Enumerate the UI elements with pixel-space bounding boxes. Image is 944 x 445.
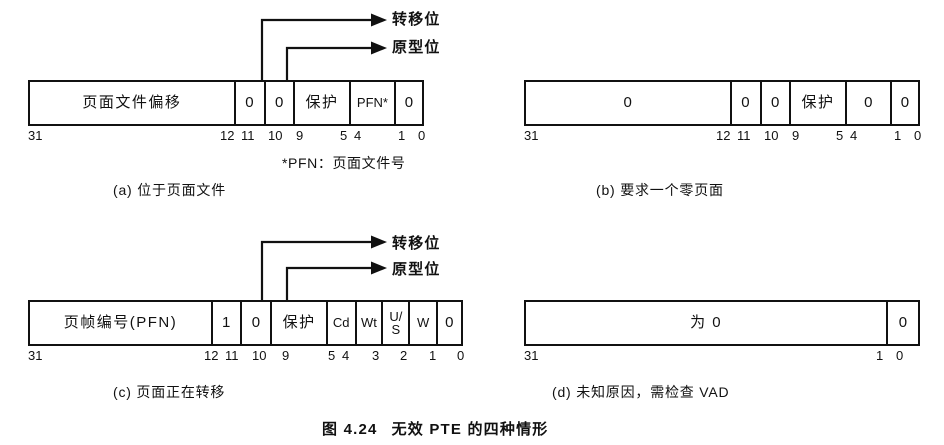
field-b-1: 0	[732, 82, 762, 124]
tick-c-10: 10	[252, 348, 267, 363]
field-b-5: 0	[900, 94, 910, 112]
callout-arrows-a	[260, 13, 387, 86]
callout-label-transition-c: 转移位	[392, 235, 441, 252]
caption-b: (b) 要求一个零页面	[596, 182, 724, 198]
bitrow-c: 页帧编号(PFN) 1 0 保护 Cd Wt U/ S W 0	[28, 300, 463, 346]
field-b-0: 0	[526, 82, 732, 124]
callout-arrows-c	[260, 235, 387, 300]
figure-title: 图 4.24 无效 PTE 的四种情形	[322, 418, 548, 439]
tick-a-10: 10	[268, 128, 283, 143]
tick-c-5: 5	[328, 348, 336, 363]
field-d-1: 0	[898, 314, 908, 332]
tick-d-0: 0	[896, 348, 904, 363]
tick-a-4: 4	[354, 128, 362, 143]
tick-a-5: 5	[340, 128, 348, 143]
field-a-0: 页面文件偏移	[30, 82, 236, 124]
callout-label-prototype-a: 原型位	[392, 39, 441, 56]
callout-label-transition-a: 转移位	[392, 11, 441, 28]
field-a-4: PFN*	[351, 82, 397, 124]
field-c-5: Wt	[357, 302, 384, 344]
bitscale-c: 31 12 11 10 9 5 4 3 2 1 0	[28, 348, 468, 366]
tick-a-0: 0	[418, 128, 426, 143]
tick-c-11: 11	[225, 348, 239, 363]
tick-a-1: 1	[398, 128, 406, 143]
tick-c-1: 1	[429, 348, 437, 363]
field-a-2: 0	[266, 82, 296, 124]
figure-title-number: 图 4.24	[322, 421, 378, 438]
field-a-1: 0	[236, 82, 266, 124]
tick-c-9: 9	[282, 348, 290, 363]
tick-c-12: 12	[204, 348, 219, 363]
field-b-3: 保护	[791, 82, 847, 124]
figure-title-text: 无效 PTE 的四种情形	[391, 421, 549, 438]
bitrow-b: 0 0 0 保护 0 0	[524, 80, 920, 126]
tick-b-4: 4	[850, 128, 858, 143]
field-c-4: Cd	[328, 302, 357, 344]
tick-b-0: 0	[914, 128, 922, 143]
field-c-3: 保护	[272, 302, 328, 344]
tick-b-10: 10	[764, 128, 779, 143]
caption-a: (a) 位于页面文件	[113, 182, 226, 198]
tick-c-31: 31	[28, 348, 43, 363]
tick-c-3: 3	[372, 348, 380, 363]
field-c-8: 0	[445, 314, 454, 332]
tick-a-31: 31	[28, 128, 43, 143]
field-a-3: 保护	[295, 82, 351, 124]
bitrow-a: 页面文件偏移 0 0 保护 PFN* 0	[28, 80, 424, 126]
tick-c-2: 2	[400, 348, 408, 363]
caption-c: (c) 页面正在转移	[113, 384, 226, 400]
tick-b-31: 31	[524, 128, 539, 143]
tick-b-1: 1	[894, 128, 902, 143]
field-b-4: 0	[847, 82, 893, 124]
tick-d-1: 1	[876, 348, 884, 363]
field-b-2: 0	[762, 82, 792, 124]
tick-b-12: 12	[716, 128, 731, 143]
caption-d: (d) 未知原因，需检查 VAD	[552, 384, 730, 400]
field-a-5: 0	[404, 94, 414, 112]
bitscale-a: 31 12 11 10 9 5 4 1 0	[28, 128, 428, 146]
bitscale-b: 31 12 11 10 9 5 4 1 0	[524, 128, 924, 146]
tick-a-12: 12	[220, 128, 235, 143]
field-d-0: 为 0	[526, 302, 889, 344]
field-c-6: U/ S	[383, 302, 411, 344]
footnote-pfn: *PFN：页面文件号	[282, 155, 406, 171]
tick-c-0: 0	[457, 348, 465, 363]
field-c-1: 1	[213, 302, 242, 344]
tick-a-11: 11	[241, 128, 255, 143]
tick-c-4: 4	[342, 348, 350, 363]
bitscale-d: 31 1 0	[524, 348, 924, 366]
tick-d-31: 31	[524, 348, 539, 363]
tick-b-5: 5	[836, 128, 844, 143]
tick-b-9: 9	[792, 128, 800, 143]
callout-label-prototype-c: 原型位	[392, 261, 441, 278]
tick-b-11: 11	[737, 128, 751, 143]
tick-a-9: 9	[296, 128, 304, 143]
field-c-2: 0	[242, 302, 273, 344]
field-c-7: W	[410, 302, 439, 344]
field-c-0: 页帧编号(PFN)	[30, 302, 213, 344]
bitrow-d: 为 0 0	[524, 300, 920, 346]
